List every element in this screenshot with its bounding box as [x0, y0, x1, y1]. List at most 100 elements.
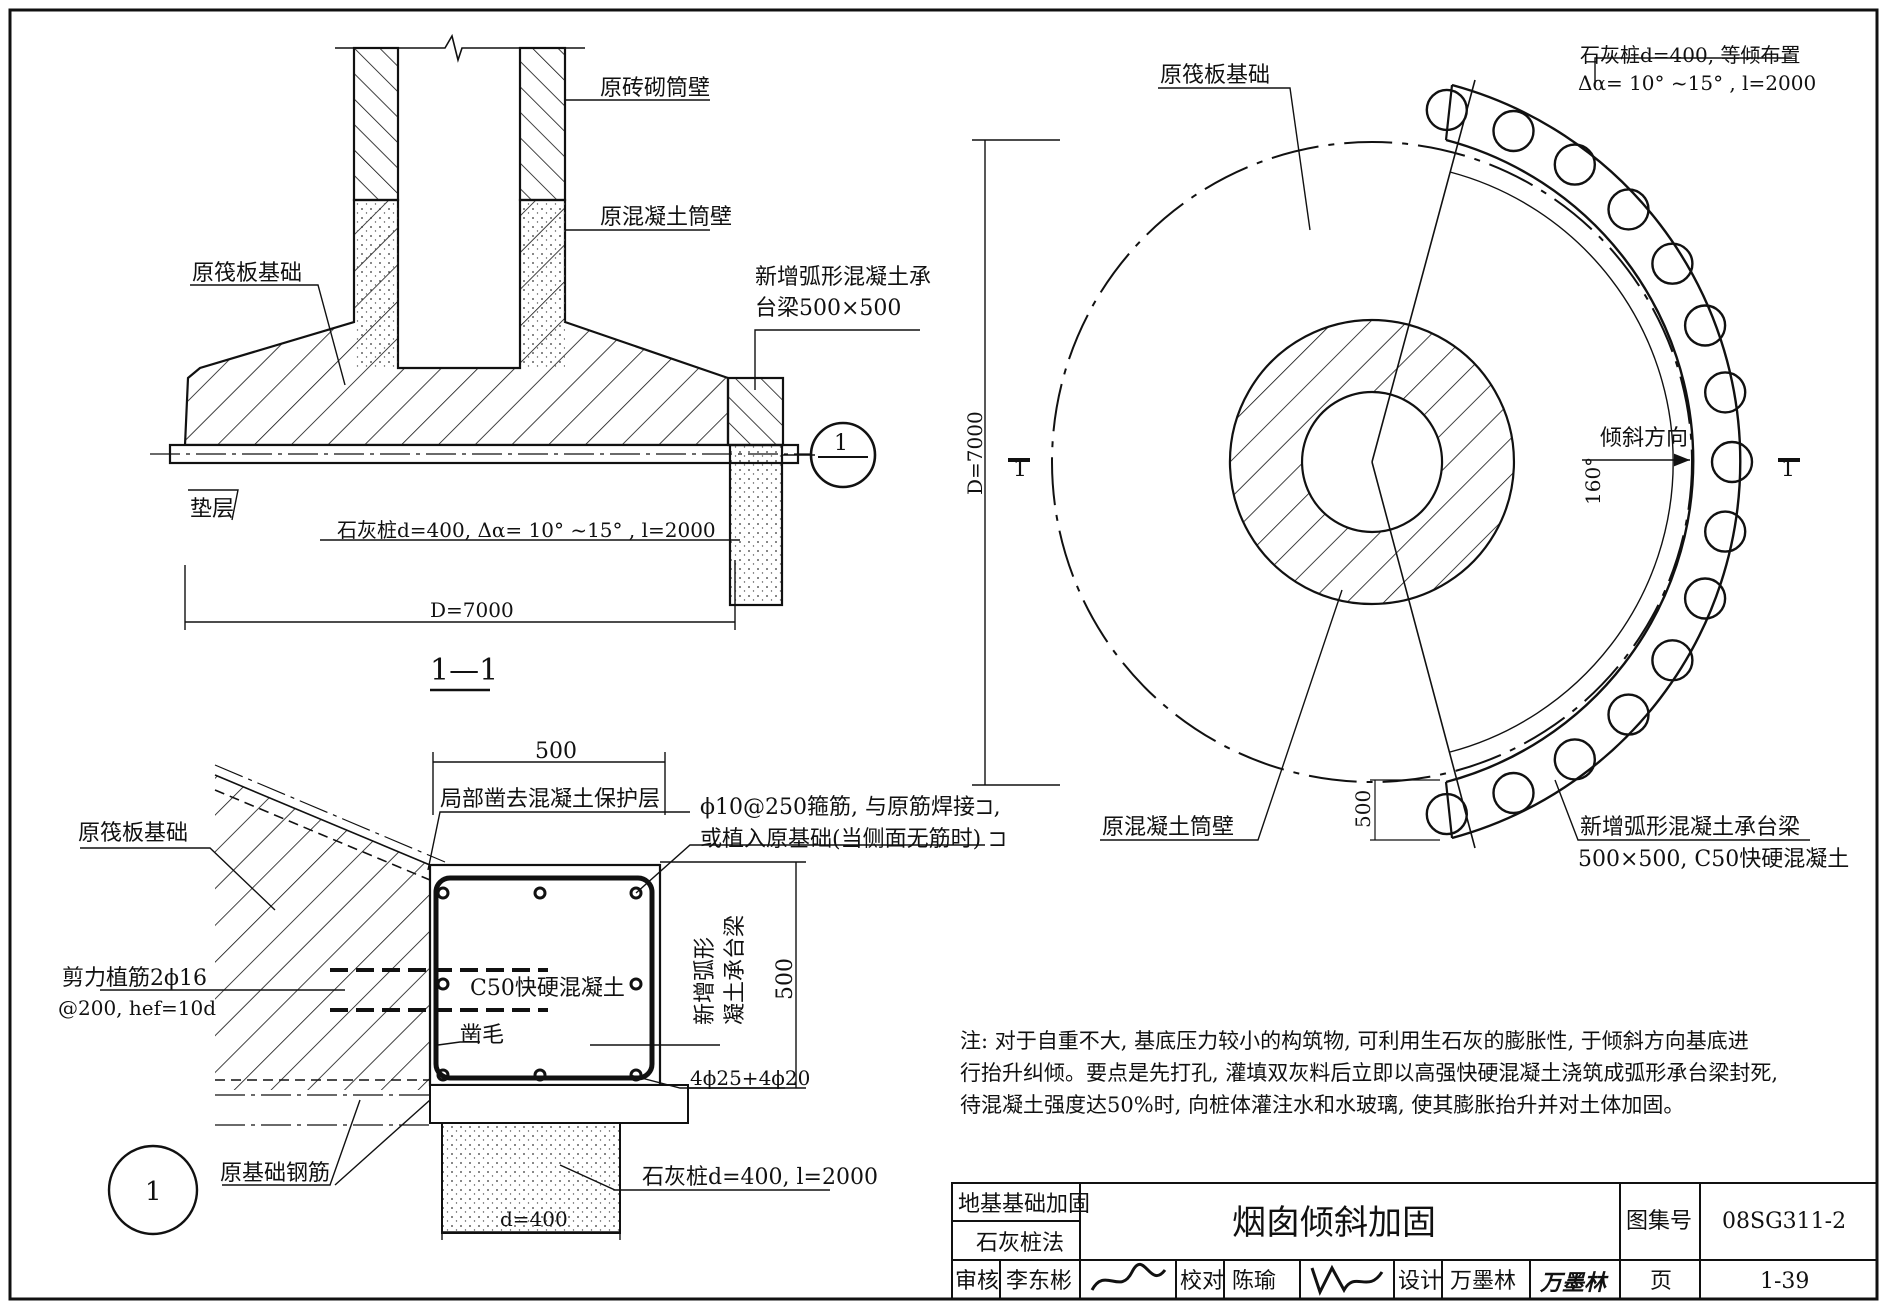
sheet-border	[8, 8, 1879, 1301]
detail-label-chisel: 局部凿去混凝土保护层	[440, 787, 660, 812]
concrete-wall-left-fill	[354, 200, 398, 368]
tb-reviewer: 李东彬	[1006, 1269, 1072, 1294]
detail-lime-pile	[441, 1122, 621, 1234]
tb-page-label: 页	[1650, 1269, 1672, 1294]
title-block-frame	[951, 1182, 1878, 1300]
plan-label-beam-1: 新增弧形混凝土承台梁	[1580, 815, 1800, 840]
lime-pile-circle	[1703, 371, 1747, 414]
tb-drawing-title: 烟囱倾斜加固	[1232, 1203, 1436, 1243]
tb-checker: 陈瑜	[1232, 1269, 1276, 1294]
tb-cat2: 石灰桩法	[976, 1231, 1064, 1256]
plan-cut-right: 1	[1781, 457, 1795, 482]
plan-view	[972, 57, 1810, 849]
detail-label-rough: 凿毛	[460, 1023, 504, 1048]
label-raft: 原筏板基础	[192, 261, 302, 286]
plan-label-pile-2: Δα= 10° ~15° , l=2000	[1578, 71, 1816, 95]
plan-label-dim-500: 500	[1351, 790, 1375, 828]
plan-label-beam-2: 500×500, C50快硬混凝土	[1578, 847, 1849, 872]
lime-pile-circle	[1425, 88, 1469, 132]
title-block	[951, 1182, 1878, 1300]
note-line-3: 待混凝土强度达50%时, 向桩体灌注水和水玻璃, 使其膨胀抬升并对土体加固。	[960, 1093, 1684, 1117]
plan-label-tilt: 倾斜方向	[1600, 426, 1688, 451]
tb-review-label: 审核	[955, 1269, 999, 1294]
brick-wall-right	[518, 46, 567, 202]
plan-piles	[1425, 88, 1754, 836]
break-line	[335, 33, 585, 63]
detail-label-rebar: 4ϕ25+4ϕ20	[690, 1066, 810, 1090]
lime-pile-circle	[1607, 188, 1650, 231]
callout-number: 1	[834, 431, 848, 456]
raft-outline-circle	[1051, 141, 1693, 783]
detail-rebar-dots	[436, 886, 643, 1082]
tb-design-label: 设计	[1398, 1269, 1442, 1294]
tb-reviewer-signature	[1090, 1262, 1167, 1291]
tb-checker-signature	[1310, 1264, 1384, 1296]
lime-pile-circle	[1492, 109, 1535, 153]
tb-cat1: 地基基础加固	[958, 1192, 1090, 1217]
plan-label-angle: 160°	[1581, 457, 1605, 505]
plan-label-raft: 原筏板基础	[1160, 63, 1270, 88]
raft-foundation-shape	[183, 198, 730, 447]
detail-label-orig-rebar: 原基础钢筋	[220, 1161, 330, 1186]
tb-atlas-label: 图集号	[1626, 1209, 1692, 1234]
tb-page-no: 1-39	[1760, 1269, 1809, 1294]
angle-arc	[1449, 171, 1674, 753]
section-labels: 原砖砌筒壁 原混凝土筒壁 原筏板基础 新增弧形混凝土承 台梁500×500 垫层…	[190, 76, 931, 688]
lime-pile-circle	[1651, 639, 1694, 682]
lime-pile-circle	[1683, 577, 1727, 620]
chimney-wall-ring	[1228, 318, 1515, 606]
tb-designer-signature: 万墨林	[1539, 1270, 1609, 1296]
lime-pile-circle	[1425, 792, 1469, 836]
lime-pile-circle	[1651, 242, 1694, 285]
detail-callout-number: 1	[145, 1177, 162, 1207]
detail-dim-top: 500	[535, 739, 577, 764]
detail-label-stirrup-2: 或植入原基础(当侧面无筋时) ⊐	[700, 827, 1007, 852]
section-view	[150, 33, 920, 692]
label-dim-d: D=7000	[430, 598, 514, 622]
brick-wall-left	[352, 46, 400, 202]
tb-designer: 万墨林	[1450, 1269, 1516, 1294]
detail-label-shear-2: @200, hef=10d	[58, 996, 216, 1020]
lime-pile-circle	[1607, 693, 1650, 736]
detail-raft-fill	[215, 775, 430, 1090]
concrete-wall-right-fill	[520, 200, 565, 368]
lime-pile-circle	[1710, 440, 1754, 484]
section-callout-circle	[809, 421, 877, 489]
detail-view	[80, 752, 985, 1240]
plan-label-concrete-wall: 原混凝土筒壁	[1102, 815, 1234, 840]
detail-label-stirrup-1: ϕ10@250箍筋, 与原筋焊接⊐,	[700, 795, 1001, 820]
label-lime-pile: 石灰桩d=400, Δα= 10° ~15° , l=2000	[337, 518, 716, 542]
detail-callout-circle	[107, 1144, 199, 1236]
plan-cut-left: 1	[1013, 457, 1027, 482]
detail-label-concrete: C50快硬混凝土	[470, 976, 625, 1001]
title-block-text: 地基基础加固 石灰桩法 烟囱倾斜加固 图集号 08SG311-2 审核 李东彬 …	[955, 1192, 1846, 1296]
label-new-beam-2: 台梁500×500	[755, 296, 901, 321]
note-block: 注: 对于自重不大, 基底压力较小的构筑物, 可利用生石灰的膨胀性, 于倾斜方向…	[960, 1029, 1778, 1117]
detail-labels: 500 局部凿去混凝土保护层 ϕ10@250箍筋, 与原筋焊接⊐, 或植入原基础…	[58, 739, 1007, 1231]
lime-pile-circle	[1492, 771, 1535, 815]
detail-dim-pile: d=400	[500, 1207, 568, 1231]
label-concrete-wall: 原混凝土筒壁	[600, 205, 732, 230]
label-cushion: 垫层	[190, 497, 234, 522]
detail-label-raft: 原筏板基础	[78, 821, 188, 846]
plan-labels: 原筏板基础 石灰桩d=400, 等倾布置 Δα= 10° ~15° , l=20…	[963, 43, 1849, 872]
plan-label-dim-d: D=7000	[963, 411, 987, 495]
note-line-2: 行抬升纠倾。要点是先打孔, 灌填双灰料后立即以高强快硬混凝土浇筑成弧形承台梁封死…	[960, 1061, 1778, 1085]
section-title: 1—1	[430, 653, 498, 688]
label-brick-wall: 原砖砌筒壁	[600, 76, 710, 101]
tb-atlas-no: 08SG311-2	[1722, 1209, 1846, 1234]
lime-pile-circle	[1553, 143, 1597, 186]
tb-check-label: 校对	[1180, 1269, 1224, 1294]
note-line-1: 注: 对于自重不大, 基底压力较小的构筑物, 可利用生石灰的膨胀性, 于倾斜方向…	[960, 1029, 1749, 1053]
beam-inner-arc	[1445, 138, 1695, 784]
label-new-beam-1: 新增弧形混凝土承	[755, 265, 931, 290]
detail-label-beam-v2: 凝土承台梁	[723, 915, 748, 1025]
detail-label-shear-1: 剪力植筋2ϕ16	[62, 966, 207, 991]
detail-beam-outline	[428, 863, 662, 1087]
detail-label-pile: 石灰桩d=400, l=2000	[642, 1165, 878, 1190]
detail-label-beam-v1: 新增弧形	[693, 937, 718, 1025]
lime-pile-circle	[1703, 510, 1747, 553]
detail-dim-side: 500	[773, 958, 798, 1000]
lime-pile-circle	[1683, 304, 1727, 347]
